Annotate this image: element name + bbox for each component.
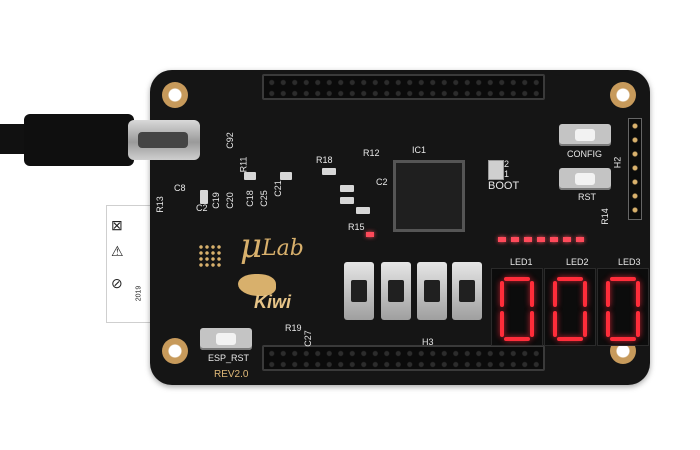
led-indicator xyxy=(537,237,545,242)
label-h2: H2 xyxy=(612,156,623,169)
led-indicator xyxy=(498,237,506,242)
no-symbol: ⊘ xyxy=(111,275,123,291)
slide-switch-3[interactable] xyxy=(417,262,447,320)
warning-sticker: ⊠ ⚠ ⊘ 2019 xyxy=(106,205,154,323)
logo-dot-grid xyxy=(198,244,222,268)
seven-segment-digit-2 xyxy=(544,268,596,346)
label-r11: R11 xyxy=(238,156,249,173)
led-indicator xyxy=(524,237,532,242)
label-c2: C2 xyxy=(376,177,388,187)
smd-component xyxy=(356,207,370,214)
led-indicator xyxy=(511,237,519,242)
label-c21: C21 xyxy=(272,180,283,197)
label-boot: BOOT xyxy=(488,180,520,192)
label-c18: C18 xyxy=(244,190,255,207)
label-rst: RST xyxy=(578,192,596,202)
label-c19: C19 xyxy=(210,192,221,209)
mount-hole-bottom-left xyxy=(162,338,188,364)
led-indicator xyxy=(550,237,558,242)
seven-segment-digit-3 xyxy=(597,268,649,346)
usb-cable-boot xyxy=(24,114,134,166)
bin-symbol: ⊠ xyxy=(111,217,123,233)
label-c2-left: C2 xyxy=(196,203,208,213)
led-indicator xyxy=(576,237,584,242)
usb-c-connector xyxy=(128,120,200,160)
label-h3: H3 xyxy=(422,337,434,347)
esp-rst-button[interactable] xyxy=(200,328,252,350)
status-led xyxy=(366,232,374,237)
label-c92: C92 xyxy=(224,132,235,149)
sticker-year: 2019 xyxy=(135,285,143,302)
smd-component xyxy=(322,168,336,175)
label-r19: R19 xyxy=(285,323,302,333)
label-r13: R13 xyxy=(154,196,165,213)
mount-hole-top-right xyxy=(610,82,636,108)
led-bar xyxy=(498,232,604,248)
smd-component xyxy=(340,185,354,192)
boot-jumper[interactable] xyxy=(488,160,504,180)
config-button[interactable] xyxy=(559,124,611,146)
label-c27: C27 xyxy=(302,330,313,347)
header-top xyxy=(262,74,545,100)
kiwi-bird-logo xyxy=(238,274,276,296)
seven-segment-digit-1 xyxy=(491,268,543,346)
label-ic1: IC1 xyxy=(412,145,427,155)
label-config: CONFIG xyxy=(567,149,602,159)
label-esp-rst: ESP_RST xyxy=(208,353,250,363)
revision-label: REV2.0 xyxy=(214,369,249,380)
slide-switch-2[interactable] xyxy=(381,262,411,320)
slide-switch-4[interactable] xyxy=(452,262,482,320)
esd-symbol: ⚠ xyxy=(111,243,124,259)
led-indicator xyxy=(563,237,571,242)
fpga-chip-ic1 xyxy=(393,160,465,232)
smd-component xyxy=(244,172,256,180)
label-c25: C25 xyxy=(258,190,269,207)
label-c8: C8 xyxy=(174,183,186,193)
smd-component xyxy=(340,197,354,204)
label-led1: LED1 xyxy=(510,257,533,267)
smd-component xyxy=(200,190,208,204)
brand-mu: μ xyxy=(240,226,263,266)
label-r15: R15 xyxy=(348,222,365,232)
brand-kiwi: Kiwi xyxy=(254,292,292,312)
mount-hole-top-left xyxy=(162,82,188,108)
label-c20: C20 xyxy=(224,192,235,209)
label-boot-2: 2 xyxy=(504,159,510,169)
label-r18: R18 xyxy=(316,155,333,165)
header-h2 xyxy=(628,118,642,220)
rst-button[interactable] xyxy=(559,168,611,190)
label-boot-1: 1 xyxy=(504,169,510,179)
smd-component xyxy=(280,172,292,180)
label-r12: R12 xyxy=(363,148,380,158)
slide-switch-1[interactable] xyxy=(344,262,374,320)
header-h3 xyxy=(262,345,545,371)
label-led3: LED3 xyxy=(618,257,641,267)
label-led2: LED2 xyxy=(566,257,589,267)
brand-lab: Lab xyxy=(262,236,304,261)
label-r14: R14 xyxy=(599,208,610,225)
